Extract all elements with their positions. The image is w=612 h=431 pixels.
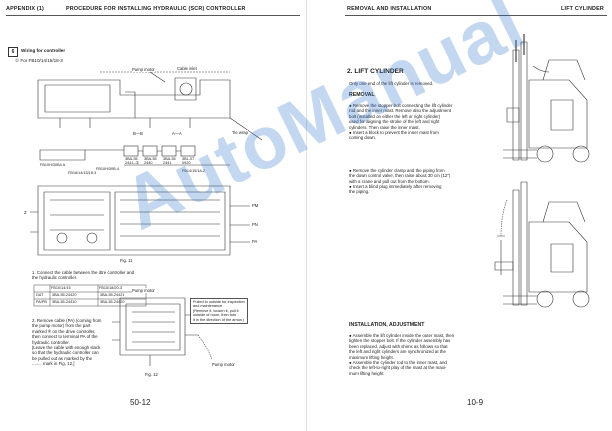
step2-line-6: [Leave the cable with enough slack <box>32 345 101 351</box>
section-number-box: 6 <box>8 47 18 57</box>
step2-line-8: be pulled out as marked by the <box>32 355 93 361</box>
step1-line-2: the hydraulic controller. <box>32 275 78 281</box>
step2-line-5: hydraulic controller. <box>32 339 70 345</box>
right-header-rule <box>345 15 607 16</box>
label-pump-motor: Pump motor <box>132 67 155 72</box>
installation-text: ● Assemble the lift cylinder inside the … <box>349 333 454 376</box>
table-header-2: FB15/18/20-3 <box>99 286 123 290</box>
fig11-caption: Fig. 11 <box>120 258 133 263</box>
step2-line-2: the pump motor) from the part <box>32 323 91 329</box>
step2-line-1: 2. Remove cable (PA) (coming from <box>32 318 102 323</box>
removal-line-6: ● Insert a block to prevent the inner ma… <box>349 130 439 136</box>
label-tie-wrap: Tie wrap <box>232 130 248 135</box>
label-pm: PM <box>252 203 259 208</box>
subtitle: ① For FB10/14/15/18-3 <box>15 58 63 63</box>
removal-line-11: ● Insert a blind plug immediately after … <box>349 184 442 190</box>
install-line-4: the left and right cylinders are synchro… <box>349 349 446 355</box>
forklift-top <box>503 34 590 163</box>
install-line-7: check the left-to-right play of the mast… <box>349 365 447 371</box>
header-rule <box>6 15 300 16</box>
forklift-bottom <box>494 181 590 308</box>
label-pump-motor-2: Pump motor <box>132 288 155 293</box>
forklift-illustrations <box>494 34 590 308</box>
removal-line-12: the piping. <box>349 189 370 195</box>
removal-line-3: bolt (installed on either the left or ri… <box>349 113 441 119</box>
step1-text: 1. Connect the cable between the dtre co… <box>32 270 134 281</box>
right-header-section: REMOVAL AND INSTALLATION <box>347 6 432 12</box>
fig12-caption: Fig. 12 <box>145 372 158 377</box>
table-row1-col1: 3BA-55-24420 <box>52 293 77 297</box>
label-cable-inlet: Cable inlet <box>177 66 197 71</box>
install-line-8: mum lifting height. <box>349 370 385 376</box>
label-part-left: FB10H/30B4 A <box>40 163 66 167</box>
step2-text: 2. Remove cable (PA) (coming from the pu… <box>32 318 101 367</box>
removal-line-2: rod and the inner mast. Remove also the … <box>349 108 452 114</box>
table-row2-col2: 3BA-55-24420 <box>100 300 125 304</box>
fig11-diagram <box>30 71 263 366</box>
label-connector-4: 3BL-07 0920 <box>182 157 195 166</box>
removal-line-10: with a crane and pull out from the botto… <box>349 178 430 184</box>
removal-line-4: used for aligning the stroke of the left… <box>349 119 440 125</box>
label-pn: PN <box>252 222 258 227</box>
installation-heading: INSTALLATION, ADJUSTMENT <box>349 322 425 328</box>
label-connector-3: 3BA-55 2441 <box>163 157 176 166</box>
removal-line-8: ● Remove the cylinder clamp and the pipi… <box>349 167 445 173</box>
table-row1-label: DAT <box>36 293 44 297</box>
label-part-bottom: FB18/14/15/18-3 <box>68 171 97 175</box>
label-pa: PA <box>252 239 258 244</box>
removal-line-9: the down control valve, then raise about… <box>349 173 451 179</box>
install-line-3: been replaced, adjust with shims as foll… <box>349 343 448 349</box>
step1-line-1: 1. Connect the cable between the dtre co… <box>32 270 135 275</box>
install-line-2: tighten the stopper bolt. If the cylinde… <box>349 338 451 344</box>
right-intro: Only one end of the lift cylinder is rem… <box>349 81 434 86</box>
table-row2-col1: 3BA-55-24410 <box>52 300 77 304</box>
right-header-topic: LIFT CYLINDER <box>561 6 605 12</box>
label-part-mid: FB10H/30B-4 <box>96 167 120 171</box>
removal-line-1: ● Remove the stopper bolt connecting the… <box>349 103 453 108</box>
removal-line-5: cylinders. Then raise the inner mast. <box>349 124 420 130</box>
label-pump-motor-3: Pump motor <box>212 362 235 367</box>
label-connector-1: 3BA-55 2441–① <box>125 157 139 166</box>
left-header-title: PROCEDURE FOR INSTALLING HYDRAULIC (SCR)… <box>66 6 246 12</box>
removal-line-7: coming down. <box>349 135 377 141</box>
step2-line-3: marked ® on the drive controller, <box>32 328 96 334</box>
step2-line-7: so that the hydraulic controller can <box>32 350 99 356</box>
table-row1-col2: 3BA-55-24421 <box>100 293 125 297</box>
left-header-section: APPENDIX (1) <box>6 6 45 12</box>
left-page: APPENDIX (1) PROCEDURE FOR INSTALLING HY… <box>6 6 300 407</box>
install-line-5: maximum lifting height. <box>349 354 394 360</box>
label-section-aa: A—A <box>172 131 182 136</box>
right-section-title: 2. LIFT CYLINDER <box>347 68 404 75</box>
table-header-1: FB10/14/15 <box>51 286 71 290</box>
section-title: Wiring for controller <box>21 48 66 53</box>
install-line-1: ● Assemble the lift cylinder inside the … <box>349 333 455 338</box>
left-page-number: 50-12 <box>130 398 151 407</box>
label-section-bb: B—B <box>133 131 143 136</box>
note-pulled-outside: Pulled to outside for inspection and mai… <box>190 298 248 325</box>
label-part-right: FB14/15/18-2 <box>182 169 206 173</box>
step2-line-9: ........ mark in Fig. 12.] <box>32 361 75 367</box>
label-z: Z <box>24 210 27 215</box>
table-row2-label: PA/PB <box>36 300 47 304</box>
right-page: REMOVAL AND INSTALLATION LIFT CYLINDER 2… <box>306 0 612 431</box>
removal-text: ● Remove the stopper bolt connecting the… <box>349 103 452 195</box>
right-page-number: 10-9 <box>467 398 484 407</box>
install-line-6: ● Assemble the cylinder rod to the inner… <box>349 360 447 366</box>
removal-heading: REMOVAL <box>349 92 375 98</box>
label-connector-2: 3BA-55 2440 <box>144 157 157 166</box>
step2-line-4: then connect to terminal PA of the <box>32 334 98 340</box>
